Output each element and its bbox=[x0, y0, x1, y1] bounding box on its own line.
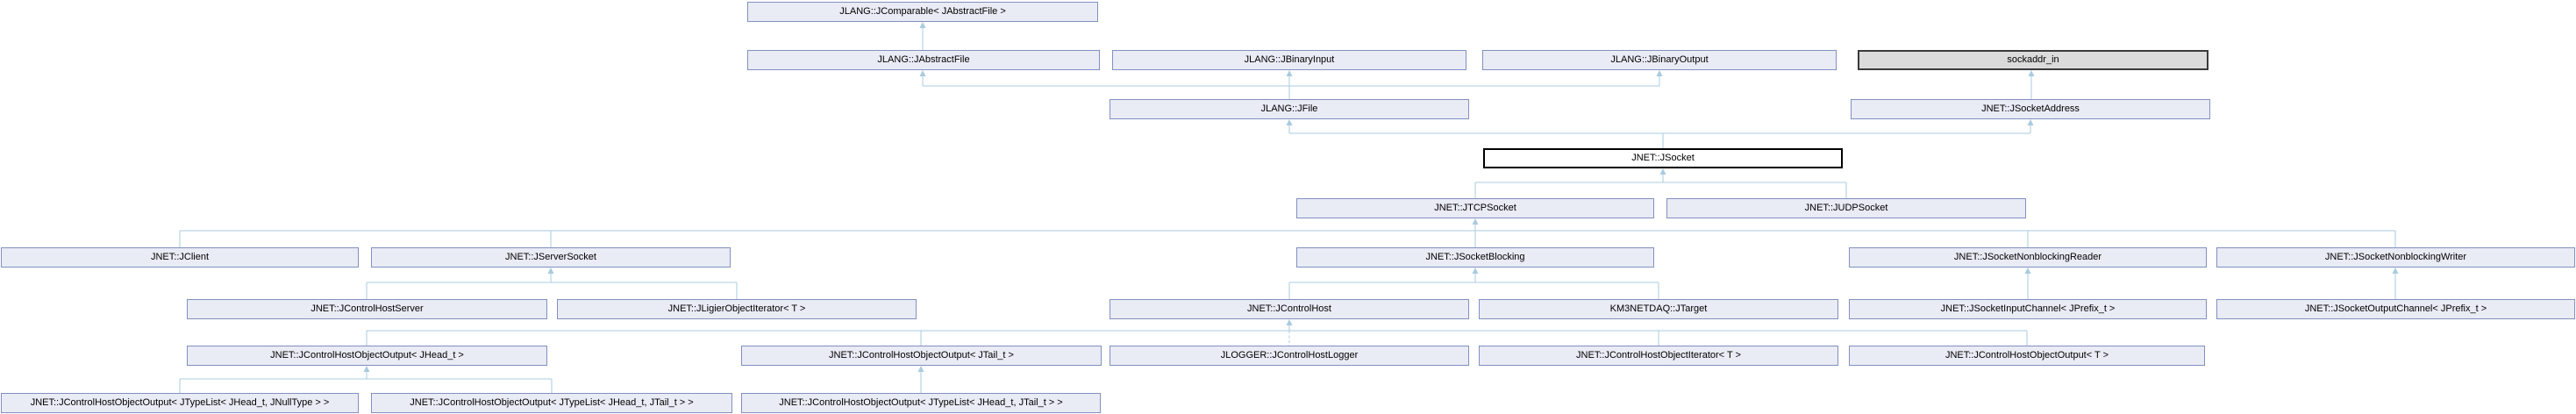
node-jnet-jclient[interactable]: JNET::JClient bbox=[1, 247, 359, 268]
node-jnet-jsocketnonblockingwriter[interactable]: JNET::JSocketNonblockingWriter bbox=[2216, 247, 2575, 268]
node-jlogger-jcontrolhostlogger[interactable]: JLOGGER::JControlHostLogger bbox=[1110, 346, 1469, 366]
node-km3netdaq-jtarget[interactable]: KM3NETDAQ::JTarget bbox=[1479, 299, 1838, 319]
node-jnet-jsocketoutputchannel[interactable]: JNET::JSocketOutputChannel< JPrefix_t > bbox=[2216, 299, 2575, 319]
node-jnet-jcontrolhostobjectoutput-t[interactable]: JNET::JControlHostObjectOutput< T > bbox=[1849, 346, 2205, 366]
node-sockaddr-in: sockaddr_in bbox=[1858, 50, 2209, 70]
edge-jfile-to-parents bbox=[919, 70, 1663, 99]
node-jnet-jligierobjectiterator[interactable]: JNET::JLigierObjectIterator< T > bbox=[557, 299, 917, 319]
node-jnet-jsocketblocking[interactable]: JNET::JSocketBlocking bbox=[1296, 247, 1654, 268]
node-jnet-jsocketnonblockingreader[interactable]: JNET::JSocketNonblockingReader bbox=[1849, 247, 2207, 268]
node-jlang-jbinaryinput[interactable]: JLANG::JBinaryInput bbox=[1112, 50, 1466, 70]
node-jnet-jsocket-current: JNET::JSocket bbox=[1483, 148, 1843, 168]
edge-children-to-jsocketblocking bbox=[1288, 268, 1659, 299]
node-jnet-jcontrolhostobjectoutput-jhead[interactable]: JNET::JControlHostObjectOutput< JHead_t … bbox=[187, 346, 547, 366]
node-jlang-jcomparable[interactable]: JLANG::JComparable< JAbstractFile > bbox=[747, 2, 1098, 22]
edge-children-to-jserversocket bbox=[366, 268, 738, 299]
edge-children-to-jcontrolhost bbox=[366, 319, 2028, 346]
edge-jabstractfile-to-jcomparable bbox=[919, 22, 926, 50]
node-jnet-jcontrolhostobjectoutput-typelist-jtail-right[interactable]: JNET::JControlHostObjectOutput< JTypeLis… bbox=[741, 393, 1101, 413]
edge-inputchannel-to-nonblockingreader bbox=[2024, 268, 2031, 299]
edge-jsocketaddress-to-sockaddr-in bbox=[2028, 70, 2035, 99]
node-jnet-jcontrolhostserver[interactable]: JNET::JControlHostServer bbox=[187, 299, 547, 319]
node-jlang-jabstractfile[interactable]: JLANG::JAbstractFile bbox=[747, 50, 1100, 70]
edge-typelists-to-jhead-output bbox=[179, 366, 553, 393]
node-jlang-jbinaryoutput[interactable]: JLANG::JBinaryOutput bbox=[1482, 50, 1837, 70]
edge-jsocket-to-parents bbox=[1286, 119, 2034, 148]
node-jnet-jcontrolhostobjectoutput-jtail[interactable]: JNET::JControlHostObjectOutput< JTail_t … bbox=[741, 346, 1102, 366]
node-jnet-jserversocket[interactable]: JNET::JServerSocket bbox=[371, 247, 731, 268]
node-jlang-jfile[interactable]: JLANG::JFile bbox=[1110, 99, 1469, 119]
edge-tcp-udp-to-jsocket bbox=[1474, 168, 1847, 198]
node-jnet-jcontrolhost[interactable]: JNET::JControlHost bbox=[1110, 299, 1469, 319]
node-jnet-jcontrolhostobjectiterator[interactable]: JNET::JControlHostObjectIterator< T > bbox=[1479, 346, 1838, 366]
edge-outputchannel-to-nonblockingwriter bbox=[2392, 268, 2399, 299]
node-jnet-jtcpsocket[interactable]: JNET::JTCPSocket bbox=[1296, 198, 1654, 218]
node-jnet-judpsocket[interactable]: JNET::JUDPSocket bbox=[1666, 198, 2026, 218]
node-jnet-jcontrolhostobjectoutput-typelist-jnulltype[interactable]: JNET::JControlHostObjectOutput< JTypeLis… bbox=[1, 393, 359, 413]
edge-row5-to-jtcpsocket bbox=[179, 218, 2396, 247]
node-jnet-jsocketaddress[interactable]: JNET::JSocketAddress bbox=[1851, 99, 2210, 119]
node-jnet-jsocketinputchannel[interactable]: JNET::JSocketInputChannel< JPrefix_t > bbox=[1849, 299, 2207, 319]
node-jnet-jcontrolhostobjectoutput-typelist-jtail-left[interactable]: JNET::JControlHostObjectOutput< JTypeLis… bbox=[371, 393, 732, 413]
edge-typelist-to-jtail-output bbox=[917, 366, 924, 393]
